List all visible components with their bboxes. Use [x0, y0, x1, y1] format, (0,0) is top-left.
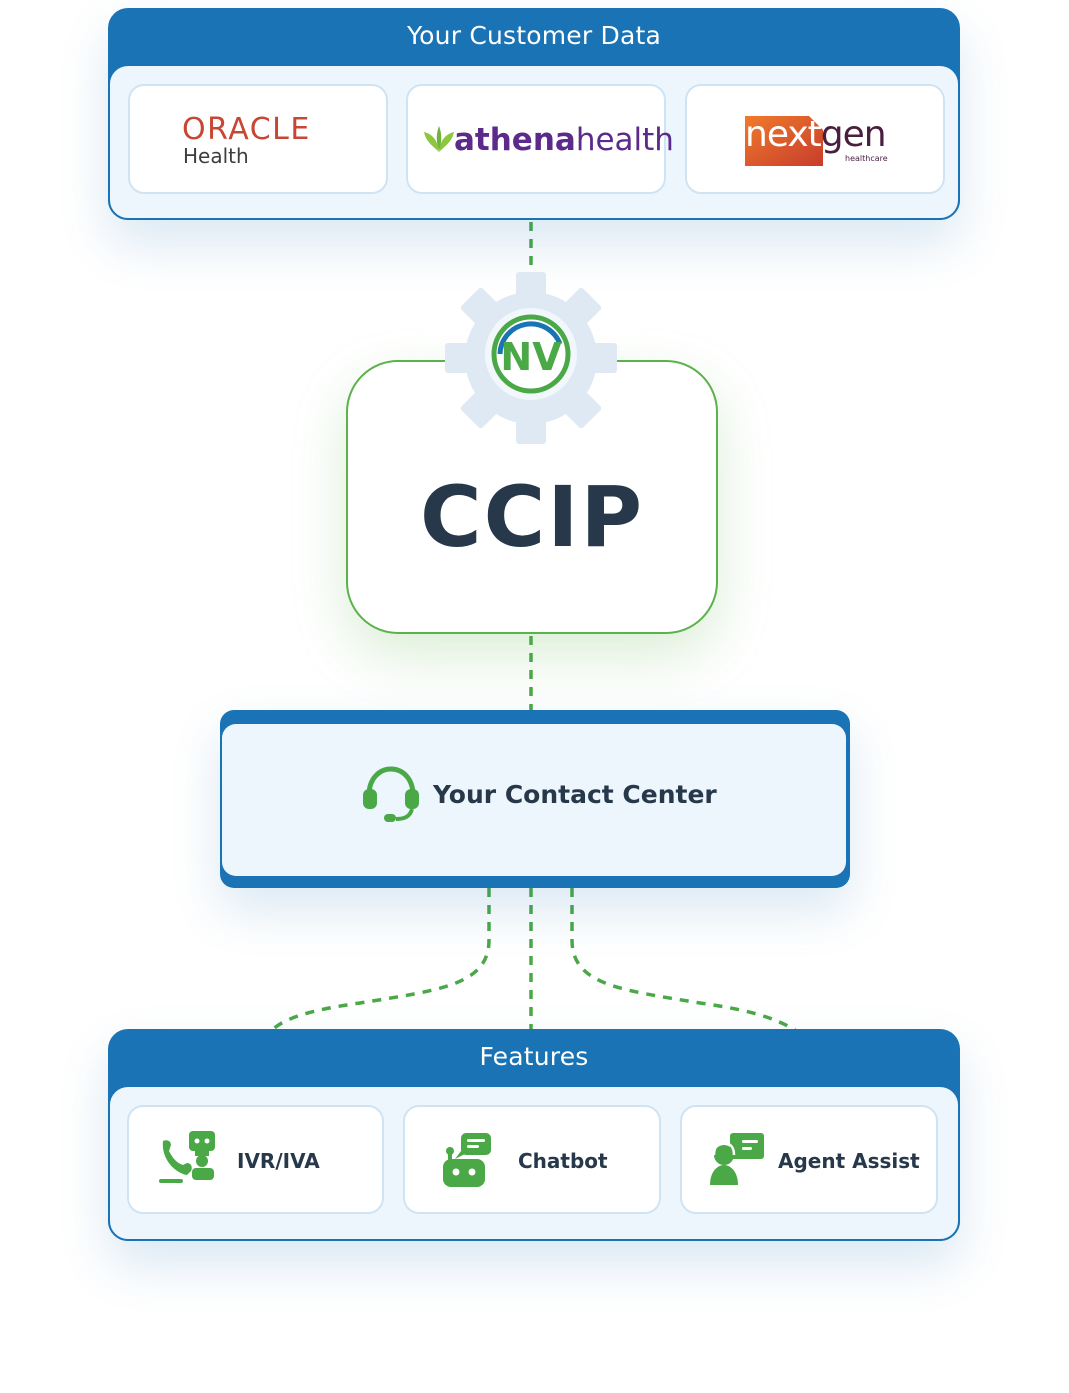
feature-card-ivr: IVR/IVA	[127, 1105, 384, 1214]
athena-bold-part: athena	[454, 122, 576, 158]
chatbot-icon	[443, 1133, 491, 1187]
oracle-health-card: ORACLE Health	[128, 84, 388, 194]
feature-label-ivr: IVR/IVA	[237, 1149, 320, 1173]
feature-label-chatbot: Chatbot	[518, 1149, 608, 1173]
nextgen-part-next: next	[745, 114, 822, 155]
nextgen-healthcare-card: nextgen healthcare	[685, 84, 945, 194]
nv-badge-icon: NV	[485, 308, 577, 400]
customer-data-title: Your Customer Data	[407, 21, 661, 50]
connector-to-agent-assist	[570, 888, 796, 1032]
oracle-logo-subtitle: Health	[183, 144, 249, 168]
feature-card-chatbot: Chatbot	[403, 1105, 661, 1214]
features-title: Features	[479, 1042, 589, 1071]
athena-regular-part: health	[575, 122, 674, 158]
athenahealth-card: athenahealth	[406, 84, 674, 194]
ccip-label: CCIP	[419, 468, 645, 566]
nextgen-part-gen: gen	[820, 114, 887, 155]
contact-center-body	[222, 724, 846, 876]
nextgen-logo-wordmark: nextgen	[745, 114, 887, 155]
nextgen-logo-mark	[745, 116, 823, 166]
athena-leaf-icon	[424, 126, 454, 152]
feature-label-agent-assist: Agent Assist	[778, 1149, 920, 1173]
athenahealth-logo-wordmark: athenahealth	[454, 122, 674, 158]
ivr-robot-phone-icon	[159, 1131, 215, 1183]
agent-assist-icon	[710, 1133, 764, 1185]
headset-icon	[363, 766, 419, 822]
feature-card-agent-assist: Agent Assist	[680, 1105, 938, 1214]
connector-to-ivr	[270, 888, 491, 1032]
oracle-logo-wordmark: ORACLE	[182, 112, 311, 147]
nextgen-logo-subtitle: healthcare	[845, 154, 888, 163]
nv-badge-text: NV	[500, 335, 562, 379]
contact-center-label: Your Contact Center	[433, 780, 717, 809]
